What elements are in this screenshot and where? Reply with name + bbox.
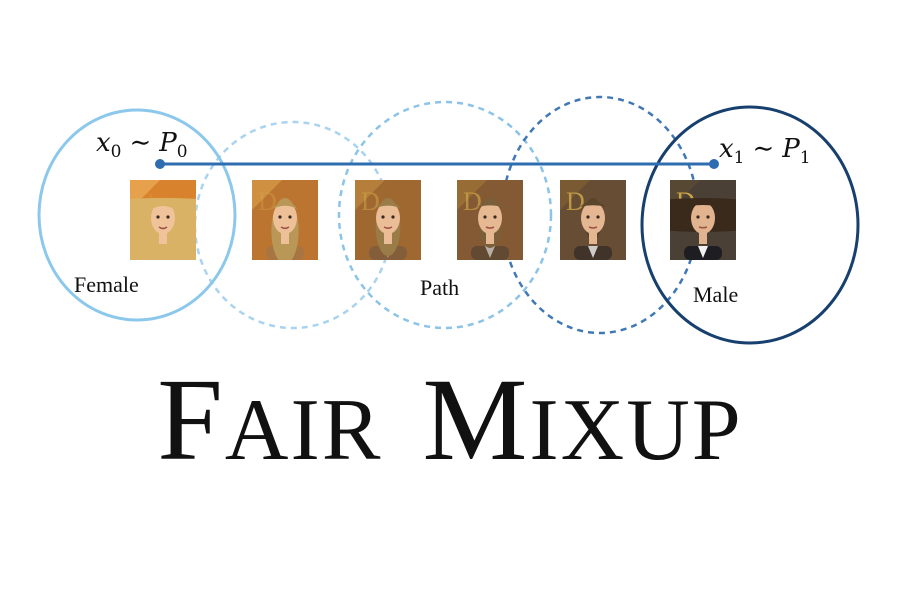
- title-word1-rest: AIR: [224, 382, 383, 479]
- end-sample-label: x1∼P1: [719, 134, 811, 168]
- title-word2-initial: M: [422, 354, 530, 485]
- path-start-point: [155, 159, 165, 169]
- face-image: D: [560, 180, 626, 260]
- start-sample-label: x0∼P0: [96, 128, 188, 162]
- face-image: D: [457, 180, 523, 260]
- end-distribution: P: [782, 134, 800, 164]
- face-image: D: [355, 180, 421, 260]
- path-label: Path: [420, 275, 460, 300]
- svg-text:D: D: [463, 187, 482, 216]
- svg-text:D: D: [566, 187, 585, 216]
- path-distribution-2: [337, 100, 553, 330]
- female-distribution: [37, 108, 237, 322]
- start-distribution: P: [159, 128, 177, 158]
- start-variable: x: [96, 128, 111, 158]
- title-word1-initial: F: [157, 354, 225, 485]
- title-word2-rest: IXUP: [529, 382, 743, 479]
- face-image: D: [130, 180, 196, 260]
- end-tilde: ∼: [752, 134, 775, 164]
- start-variable-subscript: 0: [110, 142, 122, 162]
- start-tilde: ∼: [129, 128, 152, 158]
- end-variable-subscript: 1: [733, 148, 745, 168]
- end-variable: x: [719, 134, 734, 164]
- page-title: FAIR MIXUP: [0, 352, 900, 488]
- female-label: Female: [74, 272, 139, 297]
- face-image: D: [670, 180, 736, 260]
- svg-text:D: D: [258, 187, 277, 216]
- face-image: D: [252, 180, 318, 260]
- start-distribution-subscript: 0: [176, 142, 188, 162]
- male-distribution: [640, 105, 860, 345]
- path-end-point: [709, 159, 719, 169]
- male-label: Male: [693, 282, 739, 307]
- end-distribution-subscript: 1: [799, 148, 811, 168]
- svg-text:D: D: [361, 187, 380, 216]
